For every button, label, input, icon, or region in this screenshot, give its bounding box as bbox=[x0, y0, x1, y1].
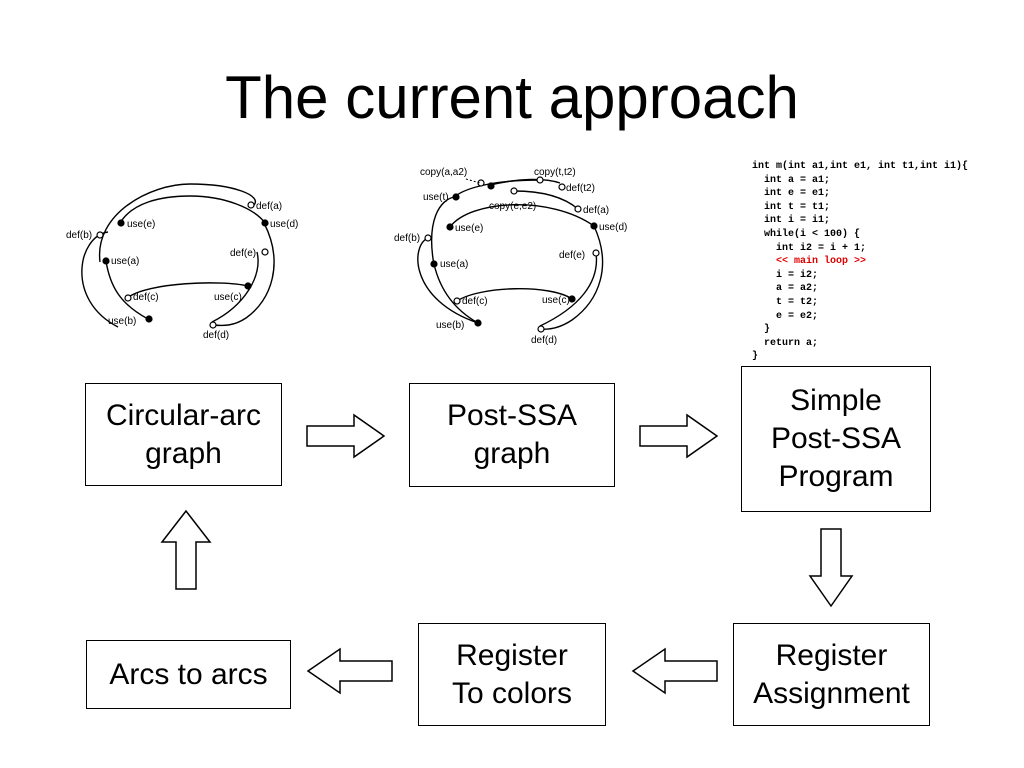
g2-label-def-t2: def(t2) bbox=[566, 183, 595, 194]
code-line: return a; bbox=[752, 337, 819, 349]
g1-label-def-b: def(b) bbox=[66, 230, 92, 241]
g1-label-use-c: use(c) bbox=[214, 292, 242, 303]
code-line-main-loop: << main loop >> bbox=[752, 256, 867, 268]
g1-label-def-a: def(a) bbox=[256, 201, 282, 212]
g2-label-def-c: def(c) bbox=[462, 296, 488, 307]
box-circular-arc-graph: Circular-arc graph bbox=[85, 383, 282, 486]
slide-title: The current approach bbox=[225, 64, 799, 131]
g2-label-use-a: use(a) bbox=[440, 259, 468, 270]
code-line: int i = i1; bbox=[752, 215, 831, 227]
g2-label-copy-e-e2: copy(e,e2) bbox=[489, 201, 536, 212]
g2-label-copy-t-t2: copy(t,t2) bbox=[534, 167, 576, 178]
box-post-ssa-graph: Post-SSA graph bbox=[409, 383, 615, 487]
box-label: Post-SSA graph bbox=[446, 399, 578, 470]
code-line: a = a2; bbox=[752, 283, 819, 295]
arrow-left-icon bbox=[306, 647, 393, 695]
code-line: } bbox=[752, 351, 759, 363]
code-line: while(i < 100) { bbox=[752, 228, 861, 240]
g1-label-use-a: use(a) bbox=[111, 256, 139, 267]
box-label: Simple Post-SSA Program bbox=[770, 384, 902, 493]
g2-label-use-t: use(t) bbox=[423, 192, 449, 203]
g1-label-use-e: use(e) bbox=[127, 219, 155, 230]
g2-label-def-b: def(b) bbox=[394, 233, 420, 244]
g1-label-def-d: def(d) bbox=[203, 330, 229, 341]
arrow-down-icon bbox=[808, 528, 854, 608]
arrow-left-icon bbox=[631, 647, 718, 695]
g2-label-use-e: use(e) bbox=[455, 223, 483, 234]
code-line: t = t2; bbox=[752, 296, 819, 308]
g2-label-use-c: use(c) bbox=[542, 295, 570, 306]
arrow-up-icon bbox=[160, 509, 212, 590]
box-register-to-colors: Register To colors bbox=[418, 623, 606, 726]
code-line: e = e2; bbox=[752, 310, 819, 322]
g1-label-use-b: use(b) bbox=[108, 316, 136, 327]
g2-label-copy-a-a2: copy(a,a2) bbox=[420, 167, 467, 178]
g2-label-use-b: use(b) bbox=[436, 320, 464, 331]
g2-label-def-e: def(e) bbox=[559, 250, 585, 261]
code-line: int e = e1; bbox=[752, 188, 831, 200]
box-label: Register To colors bbox=[451, 638, 573, 710]
g2-label-def-a: def(a) bbox=[583, 205, 609, 216]
box-label: Circular-arc graph bbox=[105, 398, 261, 470]
box-register-assignment: Register Assignment bbox=[733, 623, 930, 726]
code-line: i = i2; bbox=[752, 269, 819, 281]
box-arcs-to-arcs: Arcs to arcs bbox=[86, 640, 291, 709]
g1-label-use-d: use(d) bbox=[270, 219, 298, 230]
g1-label-def-e: def(e) bbox=[230, 248, 256, 259]
g1-label-def-c: def(c) bbox=[133, 292, 159, 303]
code-line: int i2 = i + 1; bbox=[752, 242, 867, 254]
code-line: int a = a1; bbox=[752, 174, 831, 186]
g2-label-def-d: def(d) bbox=[531, 335, 557, 346]
arrow-right-icon bbox=[306, 413, 386, 459]
box-label: Register Assignment bbox=[753, 638, 910, 710]
code-line: } bbox=[752, 324, 771, 336]
code-line: int m(int a1,int e1, int t1,int i1){ bbox=[752, 161, 969, 172]
program-code-listing: int m(int a1,int e1, int t1,int i1){ int… bbox=[752, 160, 968, 364]
arrow-right-icon bbox=[639, 413, 719, 459]
box-simple-post-ssa-program: Simple Post-SSA Program bbox=[741, 366, 931, 512]
box-label: Arcs to arcs bbox=[109, 657, 268, 691]
code-line: int t = t1; bbox=[752, 201, 831, 213]
g2-label-use-d: use(d) bbox=[599, 222, 627, 233]
